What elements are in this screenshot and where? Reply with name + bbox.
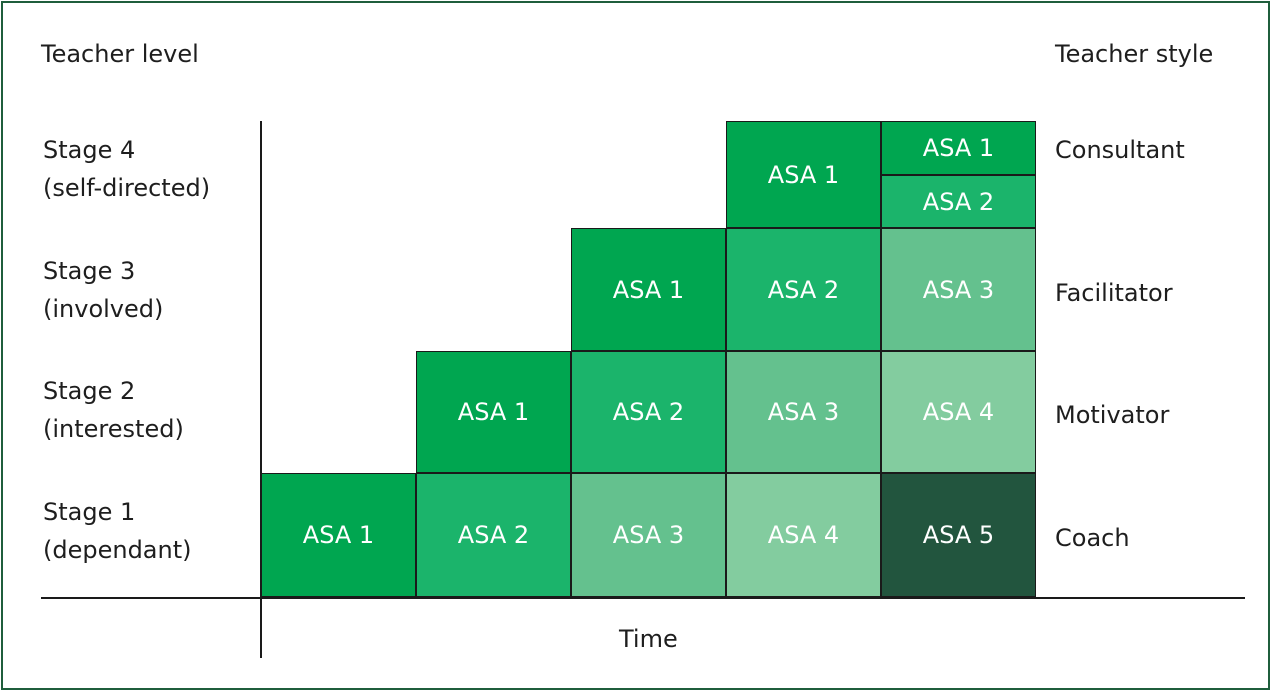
- stage-3-label: Stage 3 (involved): [43, 252, 163, 328]
- stage-1-cell-asa-5: ASA 5: [881, 473, 1036, 597]
- stage-3-cell-asa-2: ASA 2: [726, 228, 881, 351]
- style-coach: Coach: [1055, 524, 1130, 552]
- vertical-axis: [260, 121, 262, 658]
- stage-4-cell-asa-2-split: ASA 2: [881, 175, 1036, 228]
- stage-1-cell-asa-2: ASA 2: [416, 473, 571, 597]
- stage-1-label: Stage 1 (dependant): [43, 493, 192, 569]
- stage-2-cell-asa-4: ASA 4: [881, 351, 1036, 473]
- style-motivator: Motivator: [1055, 401, 1170, 429]
- stage-4-description: (self-directed): [43, 174, 211, 202]
- stage-2-cell-asa-1: ASA 1: [416, 351, 571, 473]
- stage-3-cell-asa-1: ASA 1: [571, 228, 726, 351]
- stage-4-title: Stage 4: [43, 136, 136, 164]
- stage-3-description: (involved): [43, 295, 164, 323]
- stage-2-label: Stage 2 (interested): [43, 372, 184, 448]
- stage-1-cell-asa-4: ASA 4: [726, 473, 881, 597]
- stage-2-title: Stage 2: [43, 377, 136, 405]
- style-consultant: Consultant: [1055, 136, 1185, 164]
- style-facilitator: Facilitator: [1055, 279, 1173, 307]
- stage-3-cell-asa-3: ASA 3: [881, 228, 1036, 351]
- stage-4-cell-asa-1-split: ASA 1: [881, 121, 1036, 175]
- stage-2-description: (interested): [43, 415, 184, 443]
- stage-1-description: (dependant): [43, 536, 192, 564]
- stage-4-cell-asa-1: ASA 1: [726, 121, 881, 228]
- stage-1-title: Stage 1: [43, 498, 136, 526]
- horizontal-axis: [41, 597, 1245, 599]
- teacher-style-heading: Teacher style: [1055, 40, 1214, 68]
- stage-3-title: Stage 3: [43, 257, 136, 285]
- teacher-level-heading: Teacher level: [41, 40, 199, 68]
- time-axis-label: Time: [619, 625, 678, 653]
- stage-1-cell-asa-1: ASA 1: [261, 473, 416, 597]
- stage-2-cell-asa-3: ASA 3: [726, 351, 881, 473]
- stage-1-cell-asa-3: ASA 3: [571, 473, 726, 597]
- stage-2-cell-asa-2: ASA 2: [571, 351, 726, 473]
- stage-4-label: Stage 4 (self-directed): [43, 131, 210, 207]
